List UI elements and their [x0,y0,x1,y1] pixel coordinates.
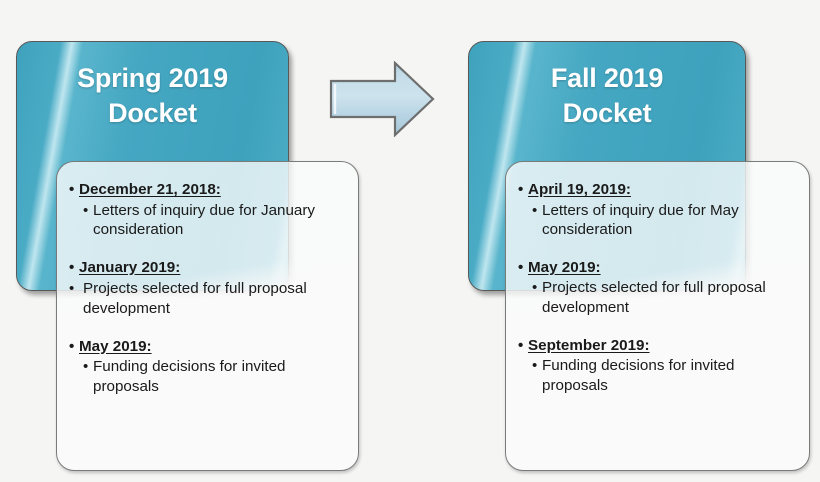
bullet-dot-icon: • [69,280,75,298]
bullet-heading: • April 19, 2019: [518,180,793,200]
bullet-item: • Letters of inquiry due for January con… [83,201,342,240]
bullet-group: • April 19, 2019: • Letters of inquiry d… [518,180,793,240]
bullet-group: • May 2019: • Funding decisions for invi… [69,337,342,397]
bullet-dot-icon: • [518,336,524,354]
bullet-heading-label: January 2019: [79,258,181,276]
bullet-group: • September 2019: • Funding decisions fo… [518,336,793,396]
docket-card-fall-2019: • April 19, 2019: • Letters of inquiry d… [505,161,810,471]
bullet-dot-icon: • [532,279,538,297]
right-arrow-icon [329,61,435,137]
bullet-group: • May 2019: • Projects selected for full… [518,258,793,318]
bullet-dot-icon: • [69,181,75,198]
bullet-dot-icon: • [69,337,75,355]
bullet-dot-icon: • [83,201,89,219]
bullet-item: • Letters of inquiry due for May conside… [532,201,793,240]
bullet-item-label: Projects selected for full proposal deve… [83,280,307,318]
docket-title-fall-2019: Fall 2019 Docket [550,63,664,128]
bullet-heading: • May 2019: [518,258,793,278]
bullet-heading: • May 2019: [69,337,342,357]
bullet-item-label: Funding decisions for invited proposals [93,358,286,395]
bullet-dot-icon: • [518,258,524,276]
bullet-item-label: Projects selected for full proposal deve… [542,279,766,317]
bullet-heading-label: December 21, 2018: [79,181,221,198]
bullet-dot-icon: • [69,258,75,276]
bullet-heading: • September 2019: [518,336,793,356]
bullet-dot-icon: • [532,357,538,375]
docket-title-spring-2019: Spring 2019 Docket [77,63,228,128]
bullet-heading: • December 21, 2018: [69,180,342,200]
bullet-item-label: Letters of inquiry due for May considera… [542,201,739,239]
docket-card-spring-2019: • December 21, 2018: • Letters of inquir… [56,161,359,471]
bullet-heading-label: May 2019: [79,337,152,355]
bullet-dot-icon: • [518,181,524,198]
bullet-item: • Projects selected for full proposal de… [532,278,793,317]
bullet-heading-label: April 19, 2019: [528,181,631,198]
bullet-heading-label: May 2019: [528,258,601,276]
bullet-group: • January 2019: • Projects selected for … [69,258,342,319]
bullet-item: • Funding decisions for invited proposal… [532,356,793,395]
bullet-item: • Projects selected for full proposal de… [69,279,342,318]
bullet-heading: • January 2019: [69,258,342,278]
bullet-item-label: Funding decisions for invited proposals [542,357,735,394]
bullet-item: • Funding decisions for invited proposal… [83,357,342,396]
bullet-heading-label: September 2019: [528,336,650,354]
bullet-dot-icon: • [532,201,538,219]
bullet-dot-icon: • [83,358,89,376]
bullet-group: • December 21, 2018: • Letters of inquir… [69,180,342,240]
bullet-item-label: Letters of inquiry due for January consi… [93,201,316,239]
